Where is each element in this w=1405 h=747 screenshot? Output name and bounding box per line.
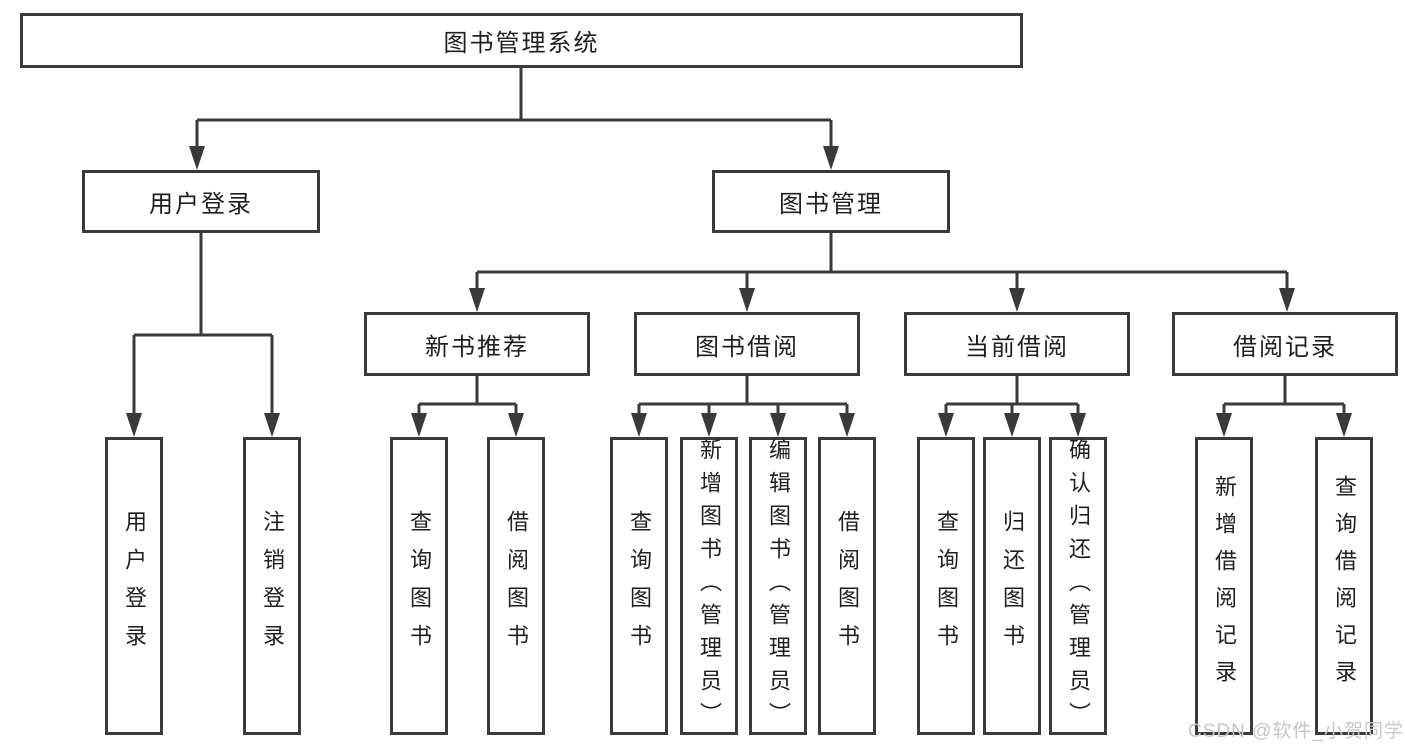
arrowhead	[938, 413, 954, 437]
watermark: CSDN @软件_小贺同学	[1188, 721, 1404, 742]
arrowhead	[508, 413, 524, 437]
node-label: 图书管理系统	[443, 30, 600, 57]
connector-borrowing-records	[1222, 375, 1346, 416]
connector-segments	[132, 67, 1346, 416]
node-nb-query-books: 查询图书	[390, 437, 448, 735]
node-label: 注销登录	[260, 510, 285, 662]
arrowhead	[770, 413, 786, 437]
node-label: 借阅图书	[835, 510, 860, 662]
node-label: 编辑图书（管理员）	[766, 437, 791, 735]
arrowhead	[631, 413, 647, 437]
node-label: 确认归还（管理员）	[1066, 437, 1091, 735]
node-label: 借阅记录	[1233, 333, 1337, 361]
node-bb-borrow-books: 借阅图书	[818, 437, 876, 735]
node-label: 用户登录	[149, 191, 253, 218]
node-bb-query-books: 查询图书	[610, 437, 668, 735]
node-label: 图书借阅	[695, 333, 799, 361]
node-user-login-leaf: 用户登录	[105, 437, 163, 735]
node-cb-return-books: 归还图书	[983, 437, 1041, 735]
arrowheads	[126, 146, 1352, 437]
connector-new-book-recommendation	[417, 375, 518, 416]
node-book-borrowing: 图书借阅	[634, 312, 860, 376]
arrowhead	[701, 413, 717, 437]
node-borrowing-records: 借阅记录	[1172, 312, 1398, 376]
node-new-book-recommendation: 新书推荐	[364, 312, 590, 376]
node-label: 查询图书	[934, 510, 959, 662]
node-book-management: 图书管理	[712, 170, 950, 233]
node-label: 图书管理	[779, 191, 883, 218]
connector-book-management	[475, 232, 1289, 291]
connector-user-login	[132, 232, 274, 414]
node-label: 归还图书	[1000, 510, 1025, 662]
arrowhead	[469, 288, 485, 312]
node-label: 查询借阅记录	[1332, 475, 1357, 697]
node-bb-add-books-admin: 新增图书（管理员）	[680, 437, 738, 735]
arrowhead	[411, 413, 427, 437]
arrowhead	[823, 146, 839, 170]
arrowhead	[1070, 413, 1086, 437]
node-current-borrowing: 当前借阅	[904, 312, 1130, 376]
arrowhead	[839, 413, 855, 437]
node-label: 借阅图书	[504, 510, 529, 662]
connector-root	[195, 67, 833, 149]
arrowhead	[126, 413, 142, 437]
node-br-query-borrow-record: 查询借阅记录	[1315, 437, 1373, 735]
node-br-add-borrow-record: 新增借阅记录	[1195, 437, 1253, 735]
arrowhead	[189, 146, 205, 170]
node-logout: 注销登录	[243, 437, 301, 735]
arrowhead	[1004, 413, 1020, 437]
arrowhead	[1216, 413, 1232, 437]
node-cb-confirm-return-admin: 确认归还（管理员）	[1049, 437, 1107, 735]
node-label: 当前借阅	[965, 333, 1069, 361]
node-library-system: 图书管理系统	[20, 13, 1023, 68]
node-label: 新书推荐	[425, 333, 529, 361]
node-user-login: 用户登录	[82, 170, 320, 233]
connector-book-borrowing	[637, 375, 849, 416]
node-label: 新增借阅记录	[1212, 475, 1237, 697]
node-label: 用户登录	[122, 510, 147, 662]
node-label: 新增图书（管理员）	[697, 437, 722, 735]
node-nb-borrow-books: 借阅图书	[487, 437, 545, 735]
node-cb-query-books: 查询图书	[917, 437, 975, 735]
node-label: 查询图书	[407, 510, 432, 662]
node-label: 查询图书	[627, 510, 652, 662]
node-bb-edit-books-admin: 编辑图书（管理员）	[749, 437, 807, 735]
arrowhead	[1009, 288, 1025, 312]
arrowhead	[1279, 288, 1295, 312]
arrowhead	[264, 413, 280, 437]
arrowhead	[1336, 413, 1352, 437]
arrowhead	[739, 288, 755, 312]
connector-current-borrowing	[944, 375, 1080, 416]
